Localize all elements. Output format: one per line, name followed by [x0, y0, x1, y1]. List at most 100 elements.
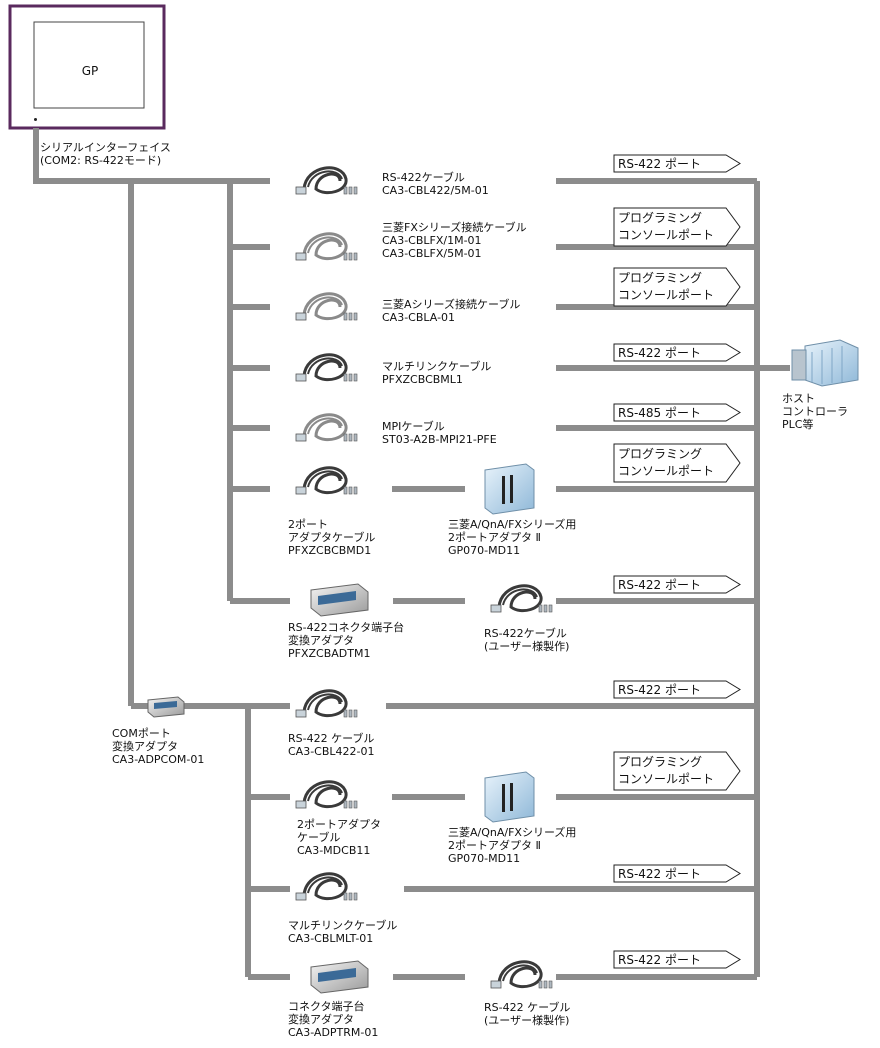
- port-programming-2-label-line1: プログラミング: [618, 271, 703, 285]
- label-mitsubishi-a-line2: CA3-CBLA-01: [382, 311, 456, 324]
- interface-trunk: [33, 128, 270, 184]
- port-rs422-5-shape: [613, 864, 741, 883]
- cable-rs422-01-icon: [295, 689, 358, 718]
- cable-fx-icon: [295, 232, 358, 261]
- port-rs422-6-shape: [613, 950, 741, 969]
- label-rs422-user-1-line2: (ユーザー様製作): [484, 640, 570, 653]
- label-rs422-user-2-line1: RS-422 ケーブル: [484, 1001, 571, 1014]
- port-rs422-3-shape: [613, 575, 741, 594]
- port-rs422-1-label: RS-422 ポート: [618, 157, 702, 171]
- label-rs422-cbl-5m-line1: RS-422ケーブル: [382, 171, 465, 184]
- com-adapter-icon: [147, 696, 185, 718]
- label-terminal-adapter-line3: CA3-ADPTRM-01: [288, 1026, 379, 1039]
- port-programming-2-label-line2: コンソールポート: [618, 288, 715, 302]
- port-programming-1-label-line2: コンソールポート: [618, 228, 715, 242]
- host-label-line2: コントローラ: [782, 405, 848, 418]
- interface-label: シリアルインターフェイス (COM2: RS-422モード): [40, 141, 171, 167]
- label-twoport-adapter-1-line3: GP070-MD11: [448, 544, 521, 557]
- label-twoport-adapter-2-line1: 三菱A/QnA/FXシリーズ用: [448, 826, 577, 839]
- port-rs422-4-shape: [613, 680, 741, 699]
- twoport-adapter-icon-2: [484, 771, 535, 823]
- cable-multilink-2-icon: [295, 872, 358, 901]
- label-twoport-cable-line3: PFXZCBCBMD1: [288, 544, 372, 557]
- gp-power-led: [34, 118, 37, 121]
- label-rs422-user-2-line2: (ユーザー様製作): [484, 1014, 570, 1027]
- label-rs422-cbl-01-line1: RS-422 ケーブル: [288, 732, 375, 745]
- port-programming-3-label-line1: プログラミング: [618, 447, 703, 461]
- cable-rs422-5m-icon: [295, 166, 358, 195]
- label-twoport-cable-2-line2: ケーブル: [297, 831, 341, 844]
- cable-2port-2-icon: [295, 780, 358, 809]
- label-multilink-line1: マルチリンクケーブル: [382, 360, 492, 373]
- host-label: ホスト コントローラ PLC等: [782, 392, 848, 431]
- label-twoport-cable-line1: 2ポート: [288, 518, 328, 531]
- label-com-adapter-line3: CA3-ADPCOM-01: [112, 753, 205, 766]
- host-label-line3: PLC等: [782, 418, 814, 431]
- terminal-adapter-icon-2: [310, 960, 369, 994]
- label-multilink-2-line2: CA3-CBLMLT-01: [288, 932, 374, 945]
- host-label-line1: ホスト: [782, 392, 815, 405]
- port-programming-1-label: プログラミングコンソールポート: [618, 210, 714, 244]
- connection-lines: [8, 4, 790, 980]
- port-programming-3-label-line2: コンソールポート: [618, 464, 715, 478]
- terminal-adapter-icon: [310, 583, 369, 617]
- label-twoport-cable-2-line3: CA3-MDCB11: [297, 844, 371, 857]
- label-twoport-adapter-1-line1: 三菱A/QnA/FXシリーズ用: [448, 518, 577, 531]
- cable-rs422-user-icon: [490, 584, 553, 613]
- label-com-adapter-line1: COMポート: [112, 727, 171, 740]
- port-programming-2-label: プログラミングコンソールポート: [618, 270, 714, 304]
- port-programming-4-label: プログラミングコンソールポート: [618, 754, 714, 788]
- twoport-adapter-icon: [484, 463, 535, 515]
- port-rs422-6-label: RS-422 ポート: [618, 953, 702, 967]
- port-programming-4-label-line1: プログラミング: [618, 755, 703, 769]
- label-rs422-cbl-5m-line2: CA3-CBL422/5M-01: [382, 184, 489, 197]
- label-rs422-cbl-01-line2: CA3-CBL422-01: [288, 745, 375, 758]
- port-programming-3-shape: [613, 443, 741, 483]
- label-rs422-user-1: RS-422ケーブル(ユーザー様製作): [484, 627, 569, 653]
- port-programming-3-label: プログラミングコンソールポート: [618, 446, 714, 480]
- cable-2port-icon: [295, 466, 358, 495]
- port-rs422-5-label: RS-422 ポート: [618, 867, 702, 881]
- cable-icons: [295, 166, 553, 989]
- port-rs422-2-label: RS-422 ポート: [618, 346, 702, 360]
- port-rs422-2-shape: [613, 343, 741, 362]
- label-mitsubishi-fx-line3: CA3-CBLFX/5M-01: [382, 247, 482, 260]
- label-mpi-line2: ST03-A2B-MPI21-PFE: [382, 433, 497, 446]
- interface-label-line2: (COM2: RS-422モード): [40, 154, 162, 167]
- label-mpi-line1: MPIケーブル: [382, 420, 445, 433]
- label-mitsubishi-fx-line1: 三菱FXシリーズ接続ケーブル: [382, 221, 527, 234]
- label-terminal-adapter-line2: 変換アダプタ: [288, 1013, 354, 1026]
- label-rs422-user-1-line1: RS-422ケーブル: [484, 627, 567, 640]
- label-twoport-adapter-2-line2: 2ポートアダプタ Ⅱ: [448, 839, 541, 852]
- port-programming-4-shape: [613, 751, 741, 791]
- port-rs422-1-shape: [613, 154, 741, 173]
- label-terminal-adapter-line1: コネクタ端子台: [288, 1000, 365, 1013]
- label-multilink-2-line1: マルチリンクケーブル: [288, 919, 398, 932]
- cable-rs422-user-2-icon: [490, 960, 553, 989]
- port-programming-1-shape: [613, 207, 741, 247]
- port-programming-2-shape: [613, 267, 741, 307]
- label-rs422-terminal-line3: PFXZCBADTM1: [288, 647, 371, 660]
- label-com-adapter-line2: 変換アダプタ: [112, 740, 178, 753]
- gp-screen: [33, 21, 145, 109]
- label-twoport-adapter-2-line3: GP070-MD11: [448, 852, 521, 865]
- port-programming-1-label-line1: プログラミング: [618, 211, 703, 225]
- label-twoport-adapter-1-line2: 2ポートアダプタ Ⅱ: [448, 531, 541, 544]
- label-mitsubishi-fx-line2: CA3-CBLFX/1M-01: [382, 234, 482, 247]
- label-rs422-terminal-line2: 変換アダプタ: [288, 634, 354, 647]
- label-twoport-cable-2-line1: 2ポートアダプタ: [297, 818, 381, 831]
- label-rs422-terminal-line1: RS-422コネクタ端子台: [288, 621, 405, 634]
